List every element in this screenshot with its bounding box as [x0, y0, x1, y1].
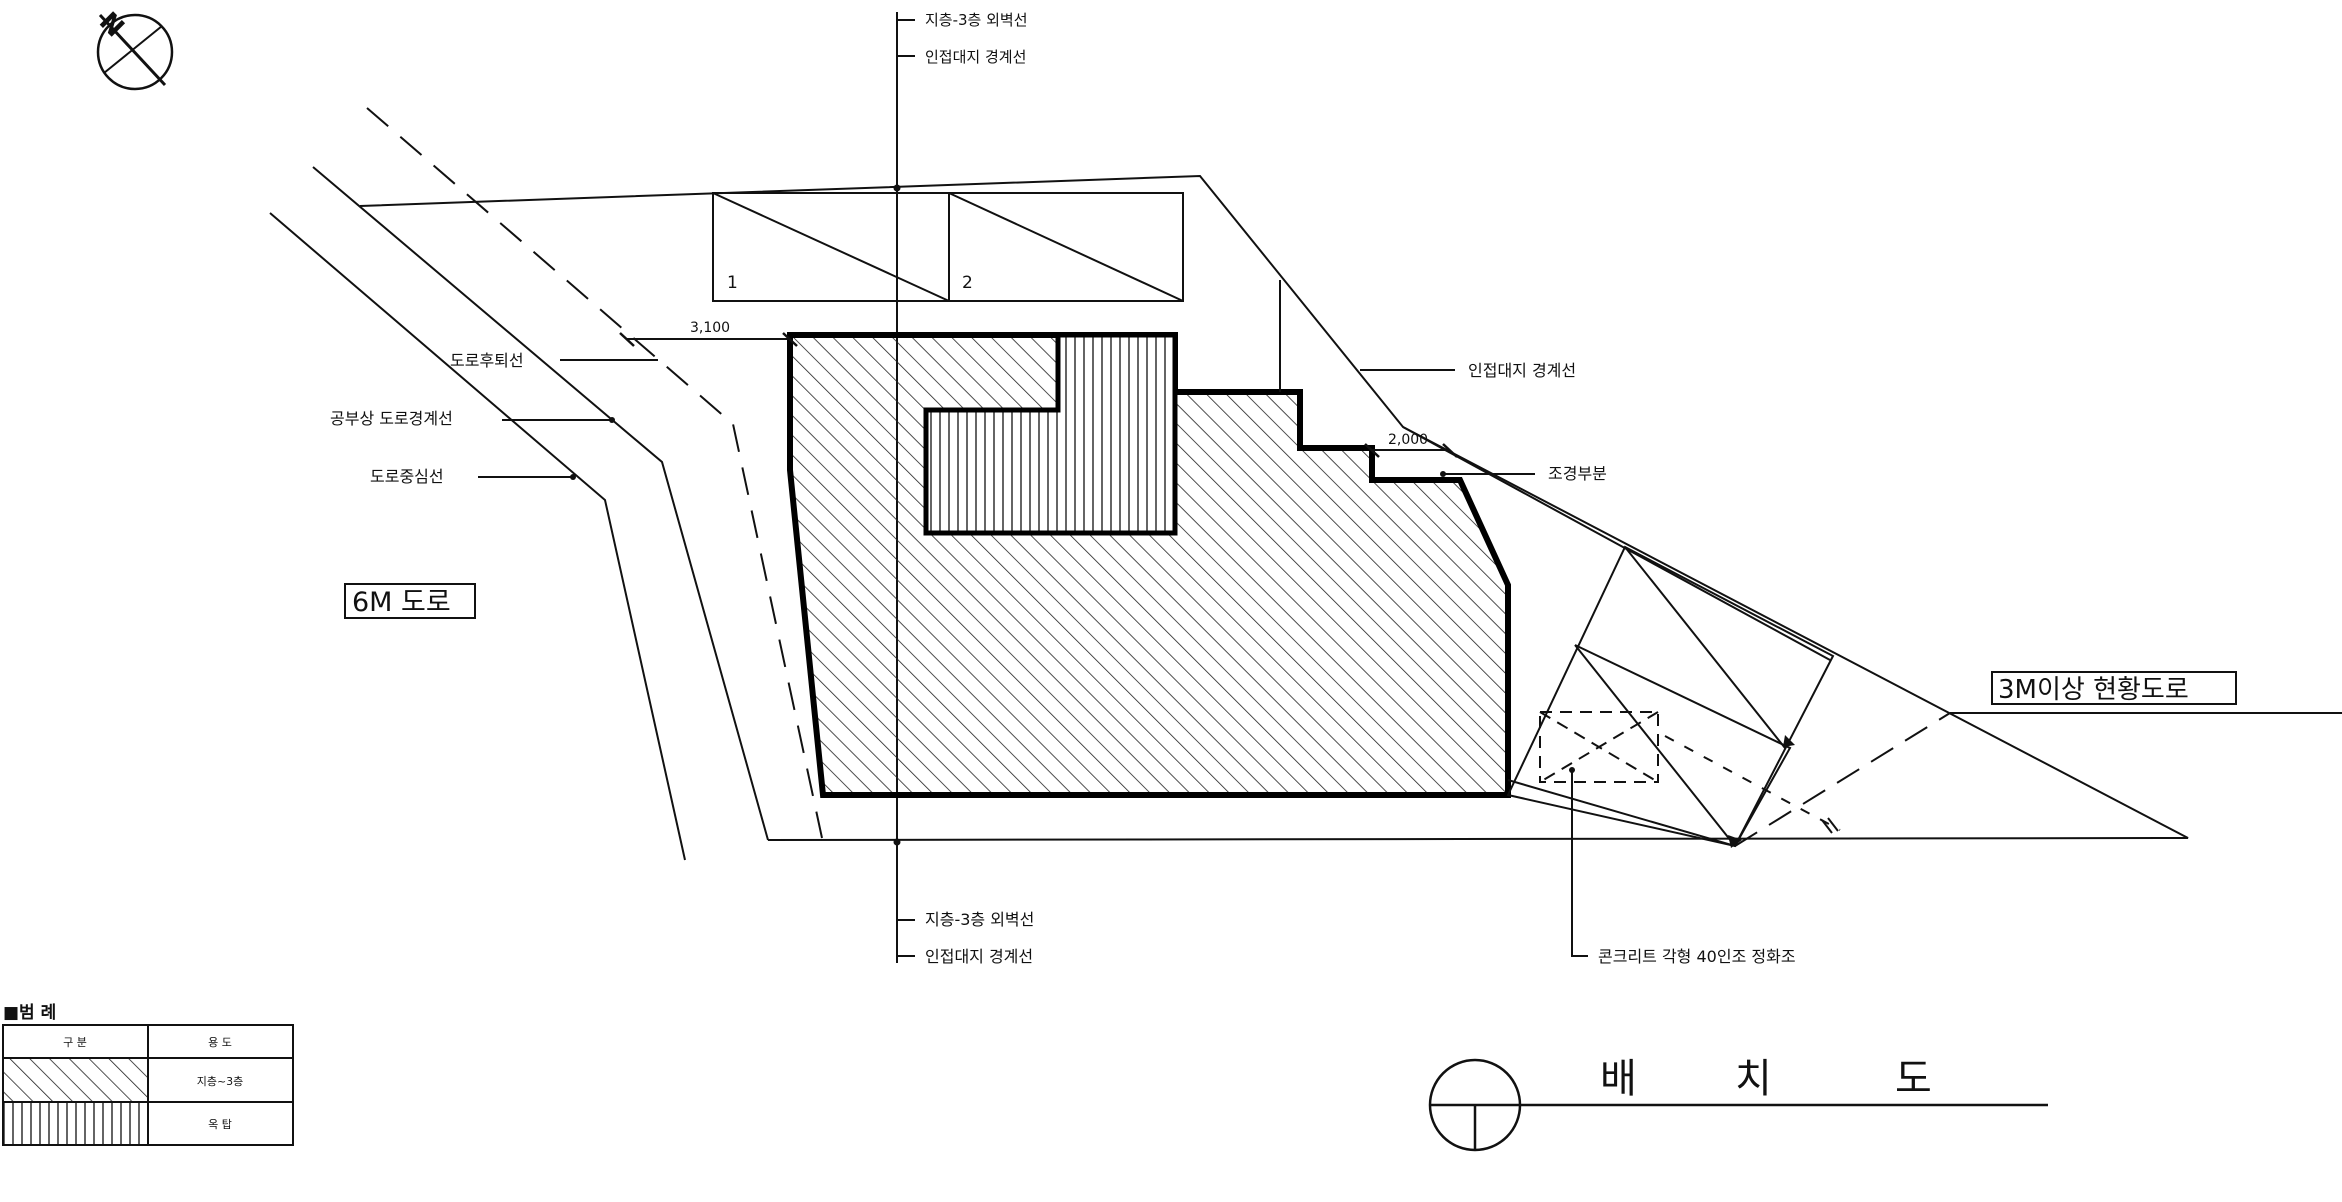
north-label: N: [93, 7, 130, 44]
legend-row-rooftop: 옥 탑: [208, 1118, 232, 1131]
legend: ■범 례 구 분 용 도 지층~3층 옥 탑: [2, 1003, 294, 1146]
dimension-2000: 2,000: [1388, 432, 1428, 448]
road-setback-line: [366, 107, 823, 839]
parking-spaces: 1 2: [712, 192, 1184, 302]
dimension-3100: 3,100: [690, 320, 730, 336]
landscape-label: 조경부분: [1548, 464, 1607, 483]
legend-title: ■범 례: [3, 1003, 56, 1023]
official-road-boundary-label: 공부상 도로경계선: [330, 409, 453, 428]
top-leaders: 지층-3층 외벽선 인접대지 경계선: [897, 11, 1028, 66]
official-road-boundary: [312, 166, 769, 841]
road-leaders: 도로후퇴선 공부상 도로경계선 도로중심선: [330, 351, 658, 486]
road-centerline: [269, 212, 686, 861]
title-char-3: 도: [1895, 1056, 1932, 1102]
parking-space-2: [948, 192, 1184, 302]
top-boundary-label: 인접대지 경계선: [925, 48, 1026, 66]
north-arrow-icon: N: [93, 7, 174, 91]
road-3m-label: 3M이상 현황도로: [1998, 675, 2189, 705]
right-boundary-label: 인접대지 경계선: [1468, 361, 1576, 380]
title-block: 배 치 도: [1428, 1056, 2048, 1152]
dimension-left: 3,100: [619, 320, 798, 347]
legend-swatch-vertical: [4, 1103, 147, 1144]
parking-number-1: 1: [727, 273, 738, 293]
bottom-boundary-label: 인접대지 경계선: [925, 947, 1033, 966]
road-3m-box: 3M이상 현황도로: [1991, 671, 2237, 705]
title-char-1: 배: [1600, 1056, 1637, 1102]
rooftop-area-hatch: [923, 332, 1178, 536]
right-road-lines: [1402, 426, 2342, 714]
bottom-exterior-wall-label: 지층-3층 외벽선: [925, 910, 1034, 929]
septic-tank: [1539, 711, 1659, 783]
dimension-right: 2,000: [1364, 432, 1458, 458]
landscape-geometry: [1506, 545, 1951, 848]
bottom-leaders: 지층-3층 외벽선 인접대지 경계선: [897, 910, 1034, 966]
legend-header-use: 용 도: [208, 1036, 232, 1049]
parking-number-2: 2: [962, 273, 973, 293]
road-6m-box: 6M 도로: [344, 583, 476, 619]
road-lines: [269, 107, 823, 861]
road-6m-label: 6M 도로: [352, 587, 451, 618]
legend-row-floors: 지층~3층: [197, 1075, 244, 1088]
legend-swatch-diagonal: [4, 1059, 147, 1101]
legend-header-category: 구 분: [63, 1036, 87, 1049]
top-exterior-wall-label: 지층-3층 외벽선: [925, 11, 1028, 29]
title-char-2: 치: [1735, 1056, 1772, 1102]
road-setback-label: 도로후퇴선: [450, 351, 524, 370]
septic-tank-label: 콘크리트 각형 40인조 정화조: [1598, 947, 1796, 966]
road-centerline-label: 도로중심선: [370, 467, 444, 486]
